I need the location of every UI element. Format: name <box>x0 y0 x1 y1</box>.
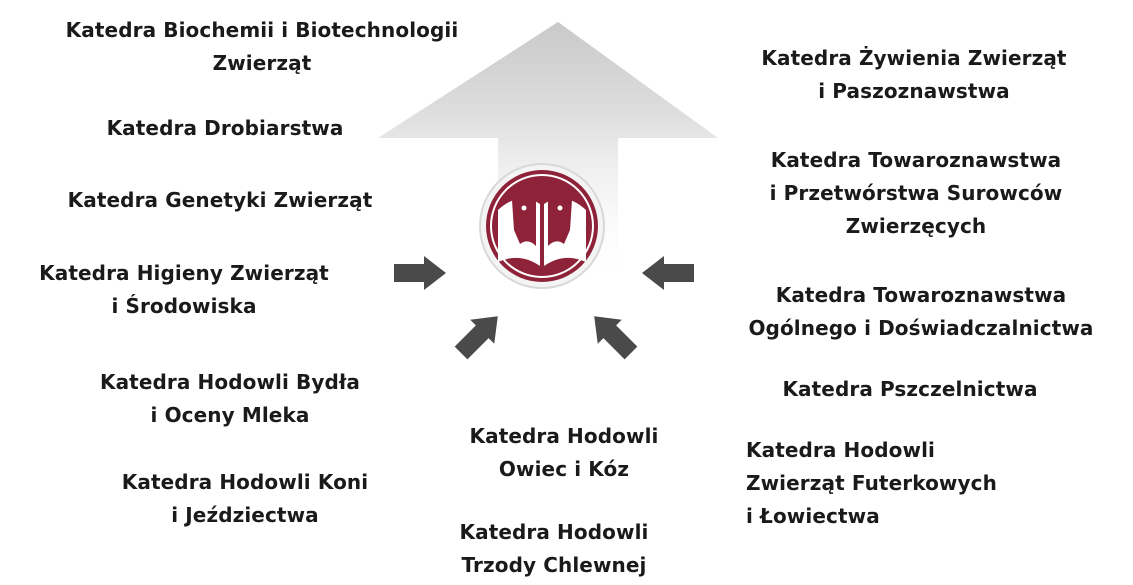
label-line: Ogólnego i Doświadczalnictwa <box>748 316 1094 340</box>
label-pigs: Katedra Hodowli Trzody Chlewnej <box>414 516 694 582</box>
label-line: i Środowiska <box>111 294 257 318</box>
label-line: Katedra Hodowli <box>746 438 935 462</box>
arrow-right-in <box>642 256 694 290</box>
label-line: i Przetwórstwa Surowców <box>769 181 1063 205</box>
label-biochemistry: Katedra Biochemii i Biotechnologii Zwier… <box>22 14 502 80</box>
label-commodity-general: Katedra Towaroznawstwa Ogólnego i Doświa… <box>712 279 1130 345</box>
label-line: Katedra Hodowli <box>469 424 659 448</box>
label-beekeeping: Katedra Pszczelnictwa <box>730 373 1090 406</box>
label-line: Owiec i Kóz <box>498 457 630 481</box>
label-line: Katedra Towaroznawstwa <box>770 148 1062 172</box>
arrow-bottom-right-in <box>594 316 638 360</box>
faculty-emblem-icon <box>479 163 605 289</box>
label-line: Katedra Genetyki Zwierząt <box>67 188 373 212</box>
label-line: Zwierząt Futerkowych <box>746 471 997 495</box>
label-line: i Paszoznawstwa <box>818 79 1010 103</box>
label-line: Katedra Towaroznawstwa <box>775 283 1067 307</box>
label-fur-animals: Katedra Hodowli Zwierząt Futerkowych i Ł… <box>746 434 1066 533</box>
arrow-left-in <box>394 256 446 290</box>
label-line: Katedra Żywienia Zwierząt <box>761 46 1067 70</box>
label-horses: Katedra Hodowli Koni i Jeździectwa <box>80 466 410 532</box>
label-line: Katedra Hodowli <box>459 520 649 544</box>
label-line: Katedra Hodowli Koni <box>121 470 369 494</box>
upward-arrow-background <box>378 22 718 290</box>
label-line: Katedra Higieny Zwierząt <box>39 261 329 285</box>
label-genetics: Katedra Genetyki Zwierząt <box>30 184 410 217</box>
label-line: Trzody Chlewnej <box>461 553 647 577</box>
arrow-bottom-left-in <box>454 316 498 360</box>
label-line: Katedra Biochemii i Biotechnologii <box>65 18 459 42</box>
label-line: Zwierzęcych <box>845 214 987 238</box>
label-hygiene: Katedra Higieny Zwierząt i Środowiska <box>4 257 364 323</box>
label-line: Katedra Pszczelnictwa <box>782 377 1038 401</box>
label-line: i Łowiectwa <box>746 504 880 528</box>
label-line: Katedra Hodowli Bydła <box>99 370 361 394</box>
label-commodity-processing: Katedra Towaroznawstwa i Przetwórstwa Su… <box>716 144 1116 243</box>
label-line: i Oceny Mleka <box>150 403 310 427</box>
label-cattle: Katedra Hodowli Bydła i Oceny Mleka <box>60 366 400 432</box>
label-sheep-goats: Katedra Hodowli Owiec i Kóz <box>424 420 704 486</box>
label-line: Zwierząt <box>212 51 312 75</box>
label-line: i Jeździectwa <box>171 503 319 527</box>
label-nutrition: Katedra Żywienia Zwierząt i Paszoznawstw… <box>714 42 1114 108</box>
label-poultry: Katedra Drobiarstwa <box>60 112 390 145</box>
label-line: Katedra Drobiarstwa <box>106 116 344 140</box>
